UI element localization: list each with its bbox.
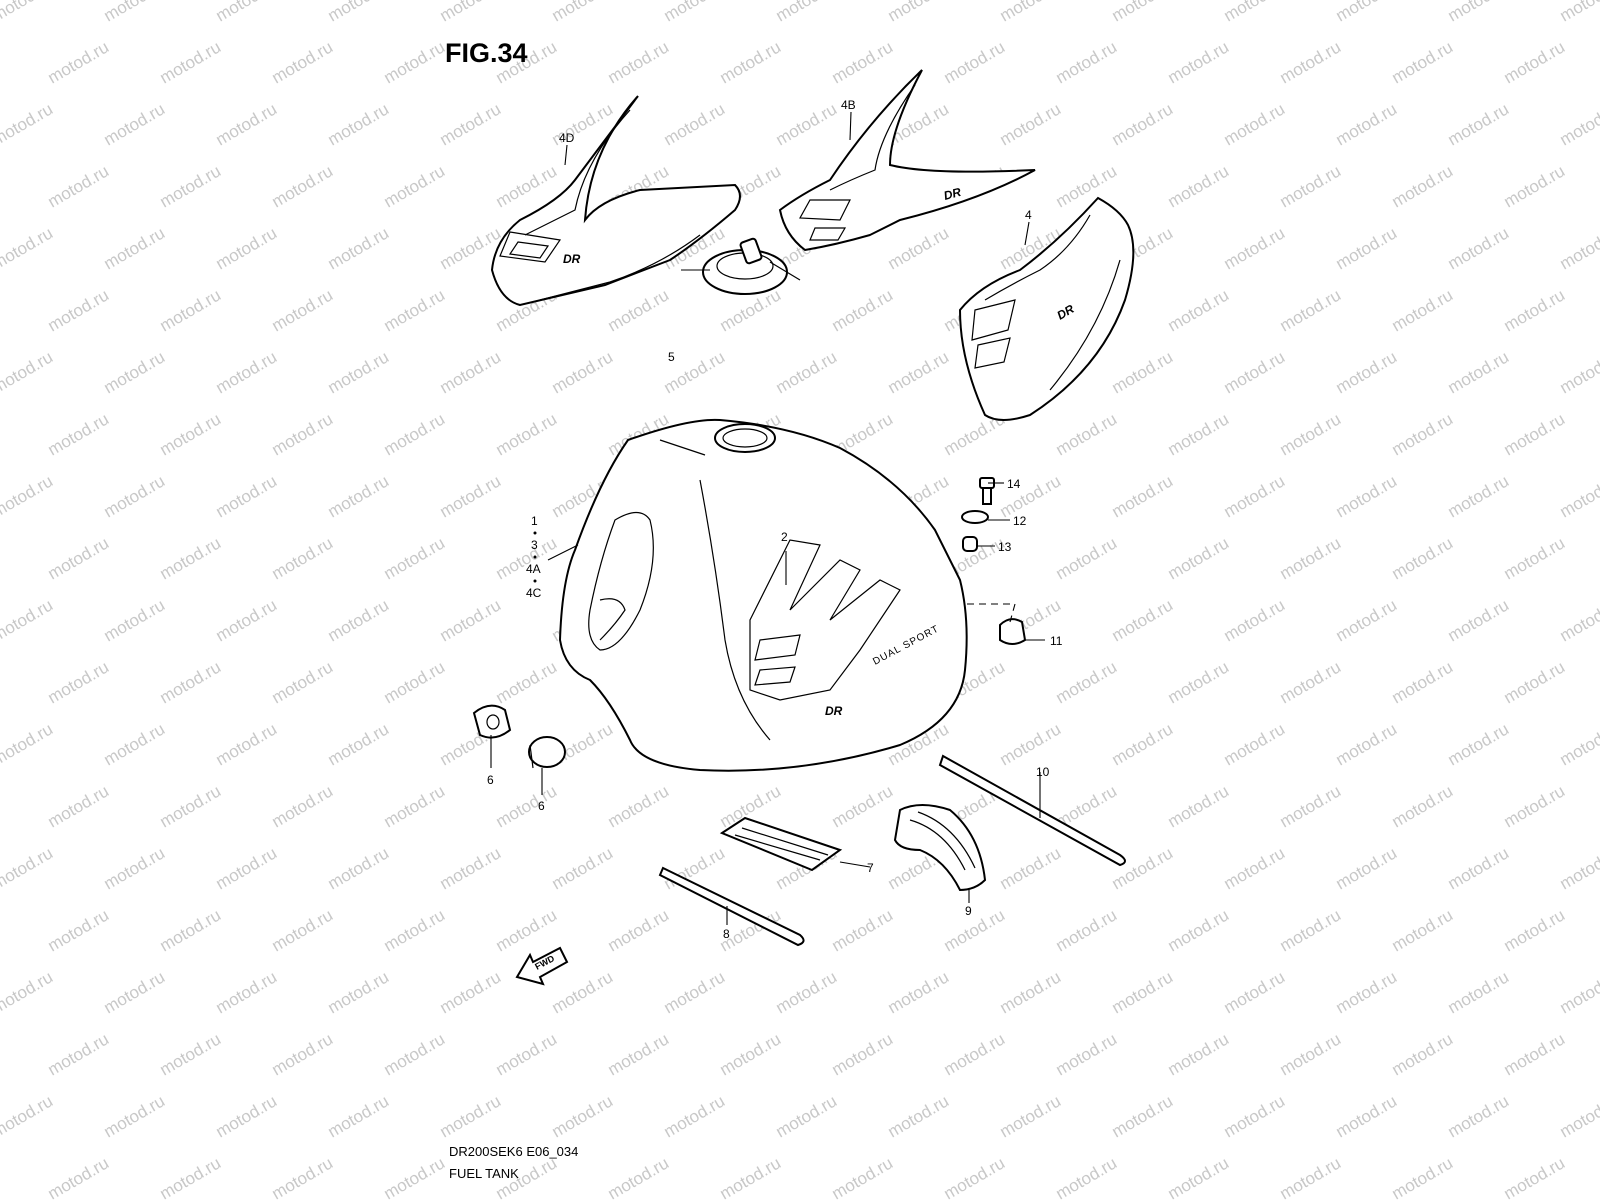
callout-13: 13 <box>998 540 1012 554</box>
decal-dr-text: DR <box>563 252 581 266</box>
callout-9: 9 <box>965 904 972 918</box>
callout-1: 1 <box>531 514 538 528</box>
figure-name: FUEL TANK <box>449 1166 519 1181</box>
callout-8: 8 <box>723 927 730 941</box>
strap-8 <box>658 866 805 947</box>
fuel-tank-body: DUAL SPORT DR <box>558 418 968 772</box>
callout-4a: 4A <box>526 562 541 576</box>
cushion-6b <box>528 736 566 769</box>
callout-3: 3 <box>531 538 538 552</box>
callout-labels: 4D 4B 4 5 2 1 3 4A 4C 14 12 13 11 6 6 10… <box>487 98 1063 941</box>
callout-12: 12 <box>1013 514 1027 528</box>
callout-5: 5 <box>668 350 675 364</box>
callout-4b: 4B <box>841 98 856 112</box>
callout-11: 11 <box>1050 634 1063 648</box>
leader-lines <box>490 111 1045 925</box>
callout-10: 10 <box>1036 765 1050 779</box>
strap-10 <box>938 754 1126 867</box>
callout-7: 7 <box>867 861 874 875</box>
callout-4c: 4C <box>526 586 542 600</box>
callout-6b: 6 <box>538 799 545 813</box>
forward-arrow: FWD <box>515 946 569 986</box>
decal-dr-text: DR <box>942 185 963 203</box>
nut-11 <box>999 618 1027 645</box>
callout-2: 2 <box>781 530 788 544</box>
washer-12 <box>961 510 989 524</box>
callout-6a: 6 <box>487 773 494 787</box>
decal-4b: DR <box>778 69 1036 252</box>
cushion-6a <box>472 704 512 739</box>
callout-4d: 4D <box>559 131 575 145</box>
figure-title: FIG.34 <box>445 38 528 68</box>
cover-9 <box>893 804 987 892</box>
callout-4: 4 <box>1025 208 1032 222</box>
fuel-cap-5 <box>702 237 801 295</box>
bolt-14 <box>979 477 995 505</box>
callout-14: 14 <box>1007 477 1021 491</box>
pad-7 <box>719 816 843 872</box>
figure-code: DR200SEK6 E06_034 <box>449 1144 579 1159</box>
decal-4: DR <box>958 196 1135 421</box>
decal-4d: DR <box>490 95 741 307</box>
decal-dr-text: DR <box>825 704 843 718</box>
grommet-13 <box>962 536 978 552</box>
